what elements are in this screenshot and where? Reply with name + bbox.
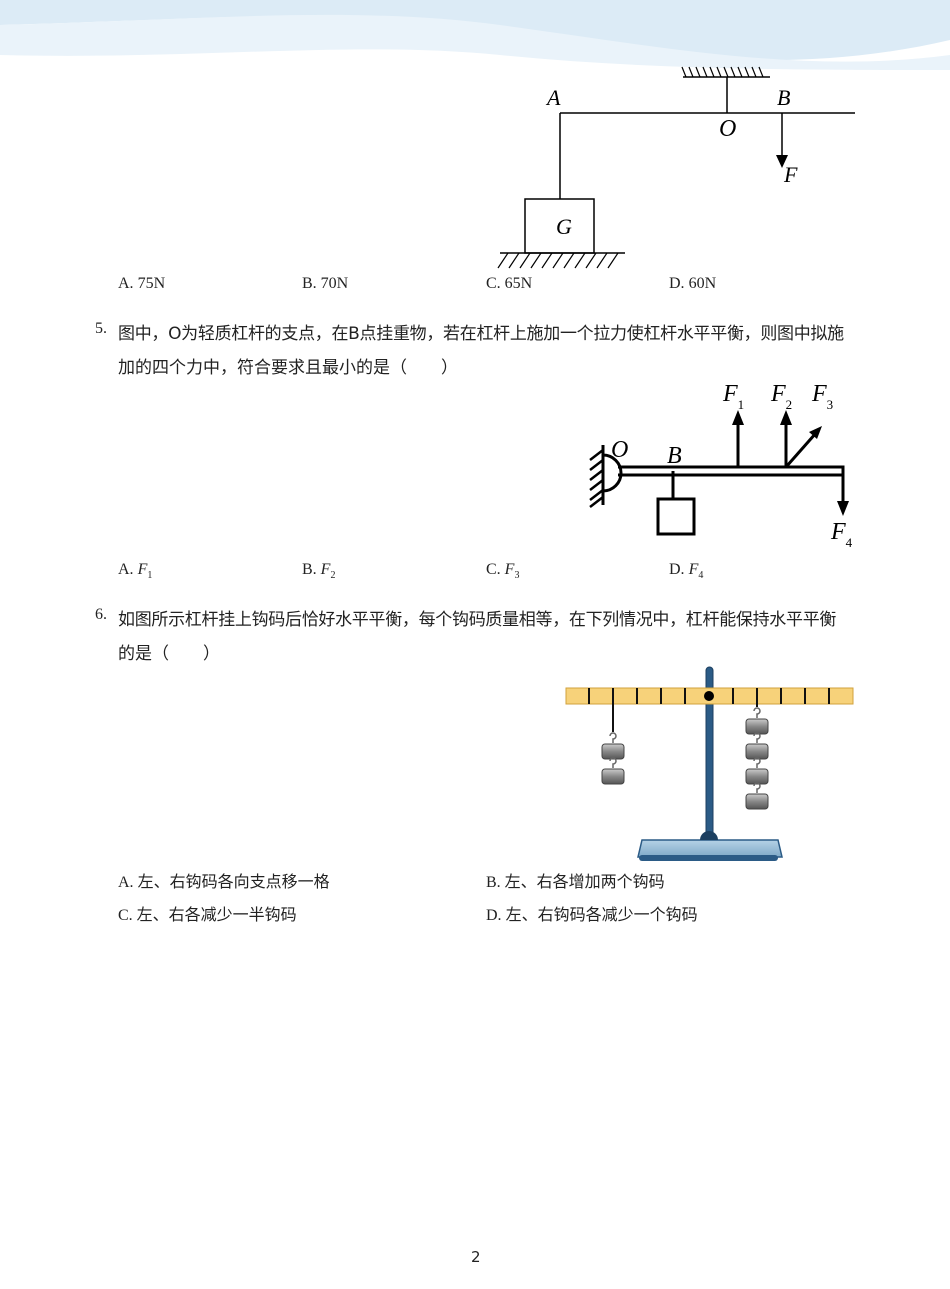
label-g: G	[556, 214, 572, 239]
option-letter: C.	[486, 275, 501, 292]
q4-option-c[interactable]: C. 65N	[486, 275, 532, 293]
option-letter: D.	[669, 561, 685, 578]
hook-icon	[609, 732, 617, 743]
hook-weight	[745, 768, 769, 785]
ceiling-hatch	[758, 66, 764, 78]
q4-option-a[interactable]: A. 75N	[118, 275, 165, 293]
ground-hatch	[585, 252, 597, 269]
q5-lever-diagram: O B F1 F2 F3 F4	[589, 381, 853, 550]
ground-hatch	[508, 252, 520, 269]
option-text: F	[320, 561, 331, 578]
hook-weight	[601, 768, 625, 785]
q6-number: 6.	[95, 606, 107, 623]
hook-icon	[753, 757, 761, 768]
ceiling-hatch	[702, 66, 708, 78]
option-text: 75N	[137, 275, 166, 292]
ceiling-hatch	[695, 66, 701, 78]
ground-hatch	[497, 252, 509, 269]
label-b: B	[667, 443, 682, 469]
hook-icon	[753, 732, 761, 743]
page-number: 2	[471, 1248, 481, 1266]
label-a: A	[545, 85, 561, 110]
ceiling-hatch	[709, 66, 715, 78]
q5-option-d[interactable]: D. F4	[669, 561, 703, 581]
ground-hatch	[541, 252, 553, 269]
hook-weight	[601, 743, 625, 760]
label-o: O	[611, 437, 628, 463]
q6-option-c[interactable]: C. 左、右各减少一半钩码	[118, 901, 297, 925]
option-letter: D.	[669, 275, 685, 292]
q6-option-b[interactable]: B. 左、右各增加两个钩码	[486, 868, 665, 892]
q4-option-b[interactable]: B. 70N	[302, 275, 348, 293]
label-o: O	[719, 116, 736, 142]
ceiling-hatch	[716, 66, 722, 78]
q6-option-d[interactable]: D. 左、右钩码各减少一个钩码	[486, 901, 698, 925]
ceiling-hatch	[681, 66, 687, 78]
hook-weight	[745, 718, 769, 735]
label-f1: F1	[722, 381, 744, 412]
option-letter: B.	[486, 874, 501, 891]
option-text: 左、右钩码各减少一个钩码	[505, 905, 698, 924]
ground-hatch	[596, 252, 608, 269]
option-text: 左、右各增加两个钩码	[504, 872, 665, 891]
option-letter: A.	[118, 561, 134, 578]
header-wave-decoration	[0, 0, 950, 70]
hook-icon	[753, 782, 761, 793]
label-f: F	[783, 162, 798, 187]
option-text: 60N	[688, 275, 717, 292]
option-letter: A.	[118, 275, 134, 292]
ground-hatch	[519, 252, 531, 269]
option-text: F	[688, 561, 699, 578]
q6-option-a[interactable]: A. 左、右钩码各向支点移一格	[118, 868, 330, 892]
label-f3: F3	[811, 381, 833, 412]
option-letter: B.	[302, 561, 317, 578]
option-sub: 2	[330, 570, 336, 582]
q5-option-a[interactable]: A. F1	[118, 561, 152, 581]
q5-number: 5.	[95, 320, 107, 337]
ceiling-hatch	[737, 66, 743, 78]
option-letter: A.	[118, 874, 134, 891]
ceiling-hatch	[688, 66, 694, 78]
option-text: 70N	[320, 275, 349, 292]
option-text: 左、右各减少一半钩码	[136, 905, 297, 924]
option-text: F	[137, 561, 148, 578]
ground-hatch	[563, 252, 575, 269]
ground-hatch	[530, 252, 542, 269]
hook-weight	[745, 743, 769, 760]
hook-icon	[753, 707, 761, 718]
q5-option-c[interactable]: C. F3	[486, 561, 519, 581]
hook-weight	[745, 793, 769, 810]
option-text: F	[504, 561, 515, 578]
label-b: B	[777, 85, 790, 110]
ground-hatch	[607, 252, 619, 269]
ceiling-hatch	[730, 66, 736, 78]
option-letter: C.	[118, 907, 133, 924]
option-letter: D.	[486, 907, 502, 924]
q6-text-line1: 如图所示杠杆挂上钩码后恰好水平平衡，每个钩码质量相等，在下列情况中，杠杆能保持水…	[118, 610, 837, 630]
q4-option-d[interactable]: D. 60N	[669, 275, 716, 293]
option-text: 65N	[504, 275, 533, 292]
q4-lever-diagram: A B O F G	[497, 66, 855, 269]
q5-text-line1: 图中，O为轻质杠杆的支点，在B点挂重物，若在杠杆上施加一个拉力使杠杆水平平衡，则…	[118, 324, 844, 344]
ceiling-hatch	[723, 66, 729, 78]
option-letter: C.	[486, 561, 501, 578]
ceiling-hatch	[751, 66, 757, 78]
q5-option-b[interactable]: B. F2	[302, 561, 335, 581]
option-sub: 4	[698, 570, 704, 582]
q6-text-line2: 的是（ ）	[118, 644, 220, 664]
ceiling-hatch	[744, 66, 750, 78]
q6-balance-diagram	[565, 666, 854, 861]
q5-text-line2: 加的四个力中，符合要求且最小的是（ ）	[118, 358, 458, 378]
label-f4: F4	[830, 519, 853, 550]
hook-icon	[609, 757, 617, 768]
ground-hatch	[574, 252, 586, 269]
option-sub: 1	[147, 570, 153, 582]
option-text: 左、右钩码各向支点移一格	[137, 872, 330, 891]
option-letter: B.	[302, 275, 317, 292]
label-f2: F2	[770, 381, 792, 412]
option-sub: 3	[514, 570, 520, 582]
ground-hatch	[552, 252, 564, 269]
